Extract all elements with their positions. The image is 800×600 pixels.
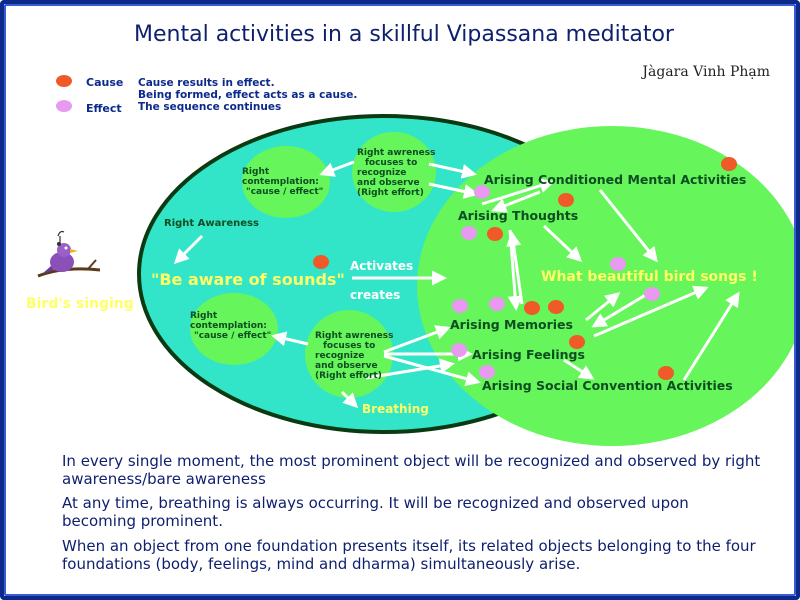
effect-dot [644, 287, 660, 301]
text-line: Right awreness [357, 148, 436, 158]
arrow-memories-to-songs [585, 292, 621, 322]
effect-dot [461, 226, 477, 240]
arising-social-label: Arising Social Convention Activities [482, 378, 733, 393]
effect-dot [489, 297, 505, 311]
cause-legend-label: Cause [86, 76, 124, 89]
inner-ellipse [417, 126, 796, 446]
text-line: (Right effort) [357, 188, 424, 198]
text-line: recognize [315, 351, 365, 361]
activates-label: Activates [350, 259, 414, 273]
right-awareness-label: Right Awareness [164, 218, 259, 229]
bird-songs-label: What beautiful bird songs ! [541, 269, 758, 285]
arrow-observe-to-breathing [340, 390, 359, 409]
text-line: contemplation: [190, 321, 267, 331]
arrow-feelings-to-social [563, 358, 595, 380]
arrow-observe-to-conditioned [428, 162, 477, 179]
top-observe-bubble [352, 132, 436, 212]
paragraph-breathing: At any time, breathing is always occurri… [62, 494, 689, 530]
arrow-observe-to-contemplation-top [319, 160, 355, 177]
slide-title: Mental activities in a skillful Vipassan… [134, 22, 674, 47]
cause-dot [487, 227, 503, 241]
arising-thoughts-label: Arising Thoughts [458, 208, 579, 223]
arrow-observe-to-memories [383, 325, 451, 354]
text-line: (Right effort) [315, 371, 382, 381]
effect-legend-dot [56, 100, 72, 112]
effect-dot [474, 185, 490, 199]
legend-line: Being formed, effect acts as a cause. [138, 89, 358, 101]
bottom-observe-text: Right awreness focuses to recognize and … [315, 331, 393, 381]
top-contemplation-text: Right contemplation: "cause / effect" [242, 167, 323, 197]
cause-dot [658, 366, 674, 380]
legend-description: Cause results in effect. Being formed, e… [138, 77, 357, 113]
cause-dot [548, 300, 564, 314]
legend-line: Cause results in effect. [138, 77, 275, 89]
text-line: "cause / effect" [194, 331, 272, 341]
effect-dot [479, 365, 495, 379]
text-line: Right [190, 311, 218, 321]
birds-singing-label: Bird's singing [26, 296, 134, 312]
bird-icon [37, 230, 101, 278]
arising-feelings-label: Arising Feelings [472, 347, 585, 362]
cause-dot [569, 335, 585, 349]
creates-label: creates [350, 288, 401, 302]
text-line: Right awreness [315, 331, 394, 341]
arrow-songs-to-feelings [591, 288, 655, 328]
cause-dot [313, 255, 329, 269]
arising-memories-label: Arising Memories [450, 317, 573, 332]
diagram-canvas [37, 114, 796, 446]
arrow-observe-to-thoughts [428, 182, 479, 199]
arrow-awareness-to-aware [173, 234, 204, 265]
paragraph-awareness: In every single moment, the most promine… [62, 452, 761, 488]
cause-dot [524, 301, 540, 315]
text-line: and observe [357, 178, 420, 188]
arrow-conditioned-to-songs [598, 189, 658, 263]
arrow-memories-to-thoughts [506, 231, 524, 305]
author-name: Jàgara Vinh Phạm [642, 64, 770, 80]
breathing-label: Breathing [362, 402, 429, 416]
text-line: focuses to [323, 341, 376, 351]
arrow-conditioned-to-thoughts [491, 190, 541, 213]
text-line: Right [242, 167, 270, 177]
top-contemplation-bubble [242, 146, 330, 218]
bottom-contemplation-text: Right contemplation: "cause / effect" [190, 311, 271, 341]
text-line: "cause / effect" [246, 187, 324, 197]
top-observe-text: Right awreness focuses to recognize and … [357, 148, 435, 198]
text-line: focuses to [365, 158, 418, 168]
legend-line: The sequence continues [138, 101, 282, 113]
arrow-feelings-to-songs [593, 285, 709, 338]
arrow-observe-to-social [383, 354, 481, 387]
arising-conditioned-label: Arising Conditioned Mental Activities [484, 172, 747, 187]
bottom-contemplation-bubble [190, 293, 278, 365]
arrow-social-to-songs [682, 291, 740, 381]
text-line: recognize [357, 168, 407, 178]
effect-dot [610, 257, 626, 271]
arrow-breathing-to-feelings [365, 358, 455, 380]
cause-dot [558, 193, 574, 207]
paragraph-foundations: When an object from one foundation prese… [62, 537, 756, 573]
cause-legend-dot [56, 75, 72, 87]
effect-legend-label: Effect [86, 102, 122, 115]
text-line: contemplation: [242, 177, 319, 187]
arrow-observe-to-contemplation-bottom [271, 331, 309, 347]
effect-dot [452, 299, 468, 313]
arrow-thoughts-to-songs [542, 224, 583, 263]
effect-dot [451, 343, 467, 357]
be-aware-label: "Be aware of sounds" [151, 270, 345, 289]
text-line: and observe [315, 361, 378, 371]
cause-dot [721, 157, 737, 171]
